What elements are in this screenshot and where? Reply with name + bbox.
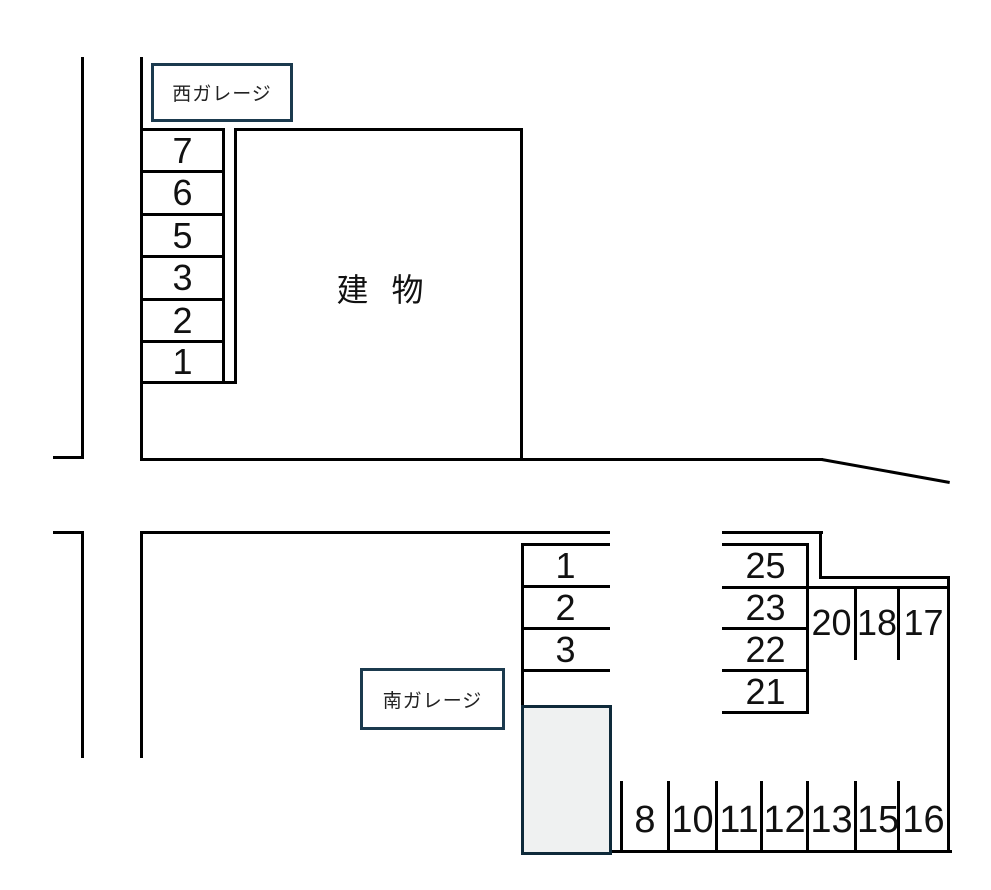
south-bottom-row-divider bbox=[715, 781, 718, 851]
west-column-top-wall bbox=[140, 128, 225, 131]
south-stall-16: 16 bbox=[902, 799, 945, 841]
south-mid-column-left-wall bbox=[521, 543, 524, 705]
south-mid-column-top-wall bbox=[521, 543, 610, 546]
south-mid-stall-divider bbox=[521, 585, 610, 588]
south-stall-21: 21 bbox=[745, 671, 786, 712]
west-stall-divider bbox=[140, 213, 225, 216]
south-stall-11: 11 bbox=[719, 799, 759, 841]
south-right-column-bottom-wall bbox=[722, 711, 809, 714]
west-stall-2: 2 bbox=[172, 300, 193, 341]
west-stall-6: 6 bbox=[172, 172, 193, 213]
building-left-wall bbox=[234, 128, 237, 384]
west-stall-divider bbox=[140, 340, 225, 343]
south-mid-stall-2: 2 bbox=[555, 587, 576, 628]
south-stall-10: 10 bbox=[671, 799, 714, 841]
reserved-block bbox=[521, 705, 612, 855]
south-top-row-divider bbox=[854, 589, 857, 660]
south-right-stall-divider bbox=[722, 669, 809, 672]
south-stall-13: 13 bbox=[810, 799, 853, 841]
road-line-lower-left-vertical bbox=[81, 531, 84, 758]
south-bottom-row-divider bbox=[806, 781, 809, 851]
building-right-wall bbox=[520, 128, 523, 461]
south-stall-23: 23 bbox=[745, 587, 786, 628]
south-step-horizontal bbox=[819, 576, 950, 579]
south-stall-8: 8 bbox=[634, 799, 656, 841]
south-garage-label: 南ガレージ bbox=[382, 690, 483, 712]
south-right-stall-divider-long bbox=[722, 586, 950, 589]
road-line-upper-left-stub bbox=[53, 456, 84, 459]
south-stall-17: 17 bbox=[903, 602, 944, 643]
south-stall-18: 18 bbox=[857, 602, 898, 643]
south-stall-25: 25 bbox=[745, 545, 786, 586]
south-bottom-row-divider bbox=[667, 781, 670, 851]
south-bottom-row-divider bbox=[854, 781, 857, 851]
south-stall-22: 22 bbox=[745, 629, 786, 670]
west-column-bottom-wall bbox=[140, 381, 237, 384]
south-lot-top-wall-left bbox=[140, 531, 610, 534]
west-stall-5: 5 bbox=[172, 215, 193, 256]
south-bottom-row-divider bbox=[620, 781, 623, 851]
south-stall-12: 12 bbox=[763, 799, 806, 841]
road-line-diagonal bbox=[821, 458, 950, 484]
west-stall-divider bbox=[140, 298, 225, 301]
south-garage-label-box: 南ガレージ bbox=[360, 668, 505, 730]
west-column-right-wall bbox=[222, 128, 225, 384]
west-garage-label-box: 西ガレージ bbox=[151, 63, 293, 122]
south-step-vertical bbox=[819, 531, 822, 579]
south-lot-left-wall bbox=[140, 531, 143, 758]
south-mid-stall-3: 3 bbox=[555, 629, 576, 670]
building-top-wall bbox=[234, 128, 523, 131]
south-right-stall-divider bbox=[722, 627, 809, 630]
west-stall-divider bbox=[140, 255, 225, 258]
west-garage-label: 西ガレージ bbox=[172, 84, 272, 105]
south-bottom-row-baseline bbox=[612, 850, 952, 853]
west-stall-1: 1 bbox=[172, 341, 193, 382]
south-top-row-divider bbox=[897, 589, 900, 660]
south-right-column-right-wall bbox=[806, 543, 809, 714]
south-bottom-row-divider bbox=[897, 781, 900, 851]
building-label: 建 物 bbox=[336, 272, 424, 308]
south-bottom-row-divider bbox=[760, 781, 763, 851]
road-line-upper-bottom bbox=[140, 458, 823, 461]
south-mid-stall-divider bbox=[521, 627, 610, 630]
south-stall-20: 20 bbox=[811, 602, 852, 643]
south-mid-stall-divider bbox=[521, 669, 610, 672]
south-right-column-top-wall bbox=[722, 543, 809, 546]
west-column-left-wall bbox=[140, 57, 143, 459]
south-lot-right-wall bbox=[947, 576, 950, 853]
road-line-lower-left-stub bbox=[53, 531, 84, 534]
south-mid-stall-1: 1 bbox=[555, 545, 576, 586]
road-line-upper-left-vertical bbox=[81, 57, 84, 459]
west-stall-7: 7 bbox=[172, 130, 193, 171]
south-stall-15: 15 bbox=[857, 799, 900, 841]
west-stall-divider bbox=[140, 170, 225, 173]
west-stall-3: 3 bbox=[172, 257, 193, 298]
south-lot-top-wall-right bbox=[722, 531, 823, 534]
